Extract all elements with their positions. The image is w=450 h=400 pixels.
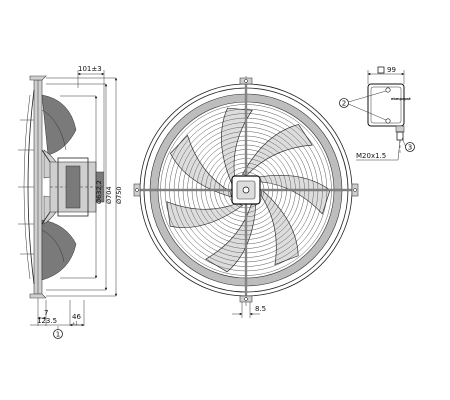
dim-bottom-hub: 46 xyxy=(72,313,81,321)
hub-center xyxy=(242,186,250,194)
callout-3-label: 3 xyxy=(408,144,412,152)
gland-thread-label: M20x1.5 xyxy=(356,152,386,160)
terminal-box: 99 ebmpapst 2 M20x1.5 3 xyxy=(339,66,415,161)
fan-blade xyxy=(221,107,253,184)
callout-2-label: 2 xyxy=(342,100,346,108)
brand-label: ebmpapst xyxy=(391,97,411,101)
fan-blade xyxy=(255,175,331,215)
callout-1-circle xyxy=(53,329,63,339)
fan-blades-front xyxy=(166,107,331,273)
fan-blade xyxy=(260,189,299,266)
screw-bottom xyxy=(385,118,391,124)
diameter-dims: Ø632.2 Ø704 Ø750 xyxy=(46,77,123,297)
callout-1-label: 1 xyxy=(56,331,60,339)
dim-dia-small: Ø632.2 xyxy=(95,180,103,204)
dim-bottom-offset: 7 xyxy=(44,309,48,317)
fan-blades-side xyxy=(41,94,77,281)
dim-dia-mid: Ø704 xyxy=(105,186,113,204)
dim-dia-large: Ø750 xyxy=(115,186,123,204)
dim-bolt-width: 8.5 xyxy=(255,305,266,313)
screw-top xyxy=(385,87,391,93)
guard-grill-side xyxy=(18,89,35,285)
side-view: 101±3 Ø632.2 Ø704 Ø750 7 123.5 46 ±1 xyxy=(18,65,123,339)
flange-top xyxy=(29,75,47,81)
flange-bottom xyxy=(29,293,47,299)
callout-2-circle xyxy=(339,98,349,108)
terminal-box-body xyxy=(367,83,405,127)
dim-box-width: 99 xyxy=(387,66,396,74)
cable-gland xyxy=(395,125,405,133)
callout-3-circle xyxy=(405,142,415,152)
dim-top-depth: 101±3 xyxy=(78,65,102,73)
fan-blade xyxy=(169,134,233,198)
fan-blade xyxy=(241,124,313,175)
fan-blade xyxy=(166,201,244,228)
dim-bottom-width: 123.5 xyxy=(37,317,57,325)
dim-bottom-hub-tolerance: ±1 xyxy=(72,321,78,326)
front-view: 8.5 xyxy=(133,76,359,318)
mounting-tabs xyxy=(133,77,359,303)
